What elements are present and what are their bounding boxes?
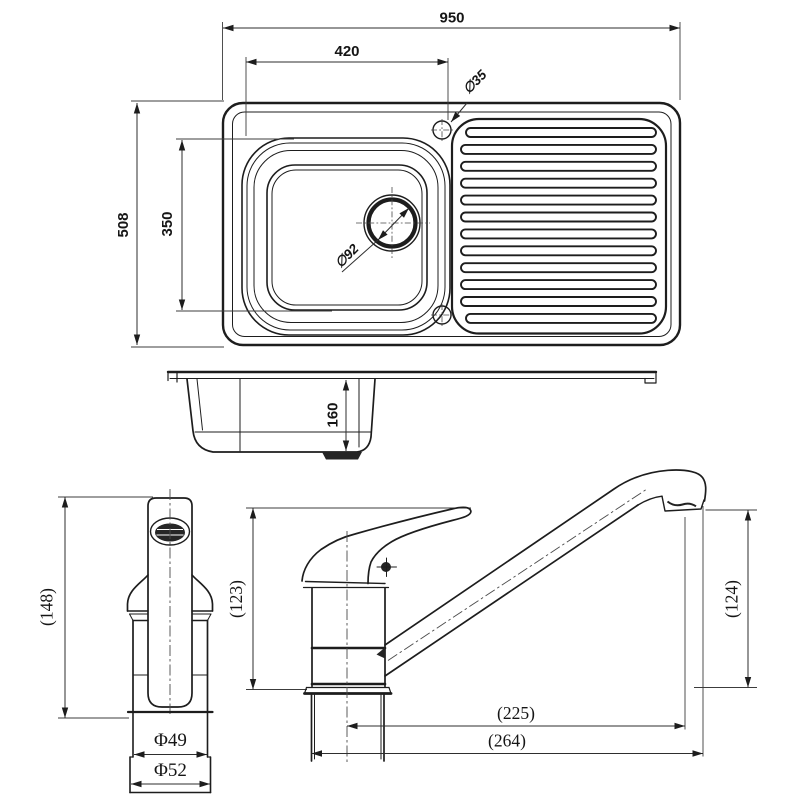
section-bowl-outline: [186, 378, 376, 453]
drainer-ribs: [460, 127, 657, 324]
callout-tap-hole-diameter: ∅35: [450, 67, 490, 123]
dim-label-tap-hole-diameter: ∅35: [460, 67, 490, 97]
tap-bell-right: [191, 574, 214, 612]
tap-lever-pivot-cross: [376, 557, 397, 577]
view-tap-side: (123): [226, 469, 757, 764]
bowl-ring-3: [253, 150, 439, 323]
tap-hole-top: [431, 119, 453, 141]
dim-outlet-height: (124): [694, 509, 757, 688]
tap-spout-tube: [147, 497, 193, 708]
dim-label-base-diameter: Φ52: [154, 760, 187, 781]
tap-base-lower-sides: [129, 756, 212, 794]
drainer-rib: [465, 127, 657, 138]
spout-bottom-edge: [384, 504, 639, 677]
section-rim-right-lip: [644, 371, 657, 384]
tap-flange-sides: [129, 613, 212, 621]
drainer-rib: [460, 262, 657, 274]
sink-outline: [221, 101, 682, 347]
dim-overall-reach: (264): [311, 731, 703, 757]
dim-label-reach-to-outlet: (225): [497, 703, 535, 723]
drainer-rib: [460, 228, 657, 240]
spout-top-edge: [384, 469, 707, 646]
dim-label-drain-diameter: ∅92: [332, 241, 362, 271]
view-sink-top: 950 420 508 350 ∅35: [115, 10, 682, 348]
drainer-rib: [460, 160, 657, 172]
dim-tap-hole-offset: 420: [245, 43, 449, 136]
bowl-ring-outer: [241, 137, 451, 336]
tap-lever-handle: [301, 506, 472, 585]
drainer-rib: [460, 279, 657, 291]
view-sink-section: 160: [166, 370, 658, 460]
dim-label-body-diameter: Φ49: [154, 730, 187, 751]
section-bowl-inner-left: [196, 378, 203, 431]
dim-tap-height: (148): [37, 496, 153, 719]
tap-body-sides: [132, 619, 209, 713]
dim-overall-width: 950: [222, 10, 681, 100]
bowl-ring-2: [246, 142, 446, 331]
spout-head-underside: [637, 495, 663, 506]
drainer-rib: [460, 296, 657, 307]
spout-centerline: [387, 488, 648, 661]
drainer-rib: [460, 143, 657, 155]
drainer-rib: [460, 245, 657, 257]
bowl-basin-inner: [271, 169, 423, 306]
drainer-rib: [465, 312, 657, 324]
dim-label-overall-reach: (264): [488, 731, 526, 751]
drain-hole: [356, 187, 430, 259]
dim-label-overall-depth: 508: [115, 212, 132, 237]
spout-body-junction: [376, 647, 385, 659]
tap-shank-sides: [310, 693, 385, 762]
dim-base-diameter: Φ52: [131, 760, 210, 788]
bowl-basin-outer: [266, 164, 428, 311]
dim-label-bowl-depth: 160: [325, 402, 342, 427]
spout-aerator: [661, 495, 705, 512]
drainer-rib: [460, 194, 657, 206]
diameter-arrow: [377, 207, 410, 241]
tap-side-body-sides: [311, 587, 386, 688]
dim-label-overall-width: 950: [439, 10, 464, 27]
dim-tap-body-height: (123): [226, 507, 471, 690]
view-tap-front: (148) Φ49 Φ52: [37, 489, 214, 794]
dim-label-tap-height: (148): [37, 588, 57, 626]
section-drain-boss: [322, 452, 362, 460]
leader-line: [450, 102, 468, 123]
dim-bowl-cutout-depth: 350: [159, 138, 332, 312]
spout-aerator-detail: [666, 500, 697, 508]
tap-base-upper-sides: [132, 711, 209, 758]
dim-label-tap-body-height: (123): [226, 580, 246, 618]
dim-label-tap-hole-offset: 420: [334, 43, 359, 60]
dim-overall-depth: 508: [115, 100, 224, 348]
tap-bell-left: [126, 574, 149, 612]
drainer-recess: [450, 117, 668, 335]
dim-label-bowl-cutout-depth: 350: [159, 211, 176, 236]
dim-reach-to-outlet: (225): [347, 703, 685, 730]
tap-hole-bottom: [431, 304, 453, 326]
drainer-rib: [460, 177, 657, 189]
tap-cap-bottom: [304, 580, 386, 585]
dim-body-diameter: Φ49: [134, 730, 207, 758]
leader-line: [341, 239, 379, 273]
section-rim-left-lip: [167, 371, 178, 383]
drainer-rib: [460, 211, 657, 223]
dim-label-outlet-height: (124): [722, 580, 742, 618]
dim-bowl-depth: 160: [325, 380, 350, 451]
sink-bowl: [241, 137, 451, 336]
